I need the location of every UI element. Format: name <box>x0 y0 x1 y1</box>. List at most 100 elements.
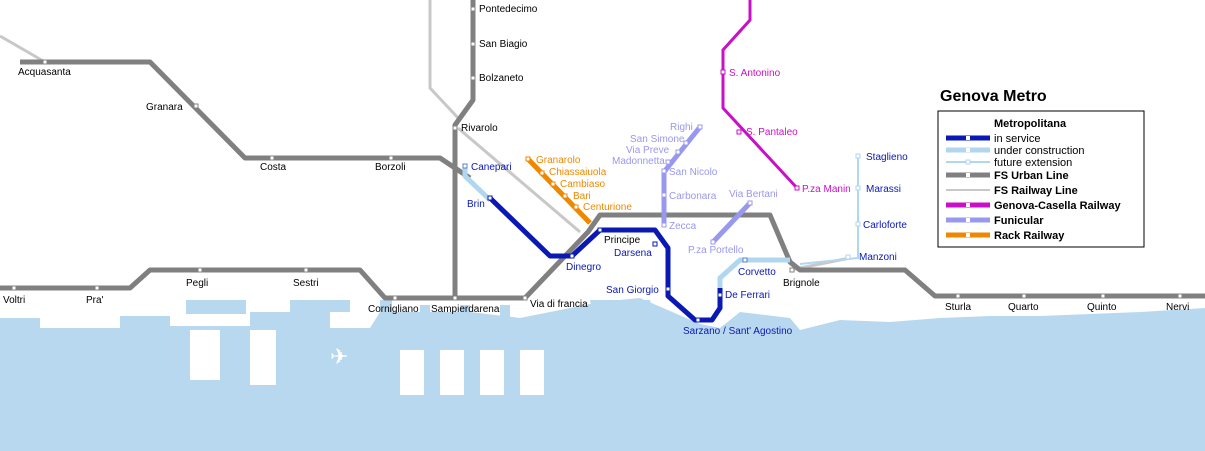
station-borzoli: Borzoli <box>375 155 406 173</box>
station-carloforte: Carloforte <box>855 220 907 231</box>
pier-6 <box>500 305 510 347</box>
station-de-ferrari: De Ferrari <box>717 290 770 301</box>
metro-extension-canepari <box>462 166 492 202</box>
legend-label: FS Urban Line <box>994 170 1069 182</box>
funicular-portello <box>711 201 752 244</box>
fs-railway-line-west <box>0 34 46 64</box>
station-label: Darsena <box>614 248 652 259</box>
station-bari: Bari <box>562 191 591 202</box>
station-label: Sestri <box>293 278 319 289</box>
station-label: Pra' <box>86 295 104 306</box>
station-label: Sturla <box>945 302 972 313</box>
fs-railway-line-rivarolo <box>457 126 581 234</box>
station-carbonara: Carbonara <box>661 191 717 202</box>
station-bolzaneto: Bolzaneto <box>470 73 524 84</box>
station-label: Sarzano / Sant' Agostino <box>683 326 793 337</box>
station-acquasanta: Acquasanta <box>18 59 71 78</box>
metro-under-construction <box>462 166 790 288</box>
station-s-pantaleo: S. Pantaleo <box>736 127 798 138</box>
legend-fs-urban-line: FS Urban Line <box>946 170 1069 182</box>
metro-in-service <box>488 196 723 323</box>
legend-fs-railway-line: FS Railway Line <box>946 185 1078 197</box>
legend-box <box>937 110 1145 248</box>
station-label: Chiassaiuola <box>549 167 607 178</box>
old-port <box>590 300 690 380</box>
legend-label: future extension <box>994 157 1072 169</box>
station-label: Granarolo <box>536 155 581 166</box>
quay-4 <box>440 350 464 395</box>
station-label: Nervi <box>1166 302 1189 313</box>
station-principe: Principe <box>597 227 641 246</box>
station-label: Brin <box>467 199 485 210</box>
station-label: De Ferrari <box>725 290 770 301</box>
station-staglieno: Staglieno <box>855 152 908 163</box>
quay-1 <box>190 330 220 380</box>
quay-5 <box>480 350 504 395</box>
station-darsena: Darsena <box>614 241 658 259</box>
pier-5 <box>460 305 470 347</box>
casella-railway-line <box>721 0 799 190</box>
airport-icon: ✈ <box>330 344 348 369</box>
quay-2 <box>250 330 276 385</box>
station-label: Bolzaneto <box>479 73 524 84</box>
station-label: S. Antonino <box>729 68 781 79</box>
station-label: Bari <box>573 191 591 202</box>
legend-under-construction: under construction <box>946 145 1085 157</box>
metro-future-extension <box>799 156 859 265</box>
station-quarto: Quarto <box>1008 293 1039 313</box>
station-label: San Nicolo <box>669 167 718 178</box>
station-label: Via Preve <box>626 145 670 156</box>
station-label: Carbonara <box>669 191 717 202</box>
legend-casella-railway: Genova-Casella Railway <box>946 200 1121 212</box>
station-corvetto: Corvetto <box>738 257 776 278</box>
legend-label: FS Railway Line <box>994 185 1078 197</box>
station-sampierdarena: Sampierdarena <box>431 295 500 315</box>
rack-railway <box>526 157 592 225</box>
station-label: Costa <box>260 162 287 173</box>
station-righi: Righi <box>670 122 703 133</box>
station-label: Brignole <box>783 278 820 289</box>
station-sarzano: Sarzano / Sant' Agostino <box>683 317 793 337</box>
station-s-antonino: S. Antonino <box>720 68 781 79</box>
station-voltri: Voltri <box>3 285 25 306</box>
sea <box>0 298 1205 451</box>
future-extension-staglieno <box>799 156 859 265</box>
station-label: Via Bertani <box>729 189 778 200</box>
legend: Genova Metro Metropolitana in service un… <box>937 88 1145 248</box>
station-label: Granara <box>146 102 183 113</box>
station-granarolo: Granarolo <box>525 155 581 166</box>
station-quinto: Quinto <box>1087 293 1117 313</box>
station-label: Borzoli <box>375 162 406 173</box>
station-label: Carloforte <box>863 220 907 231</box>
fs-urban-lines <box>0 0 1205 301</box>
station-label: San Simone <box>630 134 685 145</box>
station-label: Cambiaso <box>560 179 605 190</box>
pier-4 <box>420 305 430 345</box>
station-label: Pontedecimo <box>479 4 538 15</box>
station-pza-manin: P.za Manin <box>794 184 851 195</box>
station-pza-portello: P.za Portello <box>688 239 744 256</box>
station-manzoni: Manzoni <box>845 252 897 263</box>
legend-label: under construction <box>994 145 1085 157</box>
rack-railway-line <box>526 157 592 225</box>
station-brignole: Brignole <box>783 267 820 289</box>
station-label: Rivarolo <box>461 123 498 134</box>
quay-6 <box>520 350 544 395</box>
metro-line <box>488 196 723 323</box>
station-sturla: Sturla <box>945 293 972 313</box>
legend-label: Genova-Casella Railway <box>994 200 1121 212</box>
station-centurione: Centurione <box>573 202 632 213</box>
station-label: Principe <box>604 235 641 246</box>
station-madonnetta: Madonnetta <box>612 156 671 167</box>
pier-2 <box>290 300 350 312</box>
station-label: San Biagio <box>479 39 528 50</box>
station-label: Zecca <box>669 221 697 232</box>
legend-funicular: Funicular <box>946 215 1044 227</box>
fs-urban-line-pontedecimo <box>452 0 476 298</box>
legend-future-extension: future extension <box>946 157 1072 169</box>
station-nervi: Nervi <box>1166 293 1189 313</box>
station-label: Quarto <box>1008 302 1039 313</box>
map-title: Genova Metro <box>940 88 1047 105</box>
station-label: Centurione <box>583 202 632 213</box>
